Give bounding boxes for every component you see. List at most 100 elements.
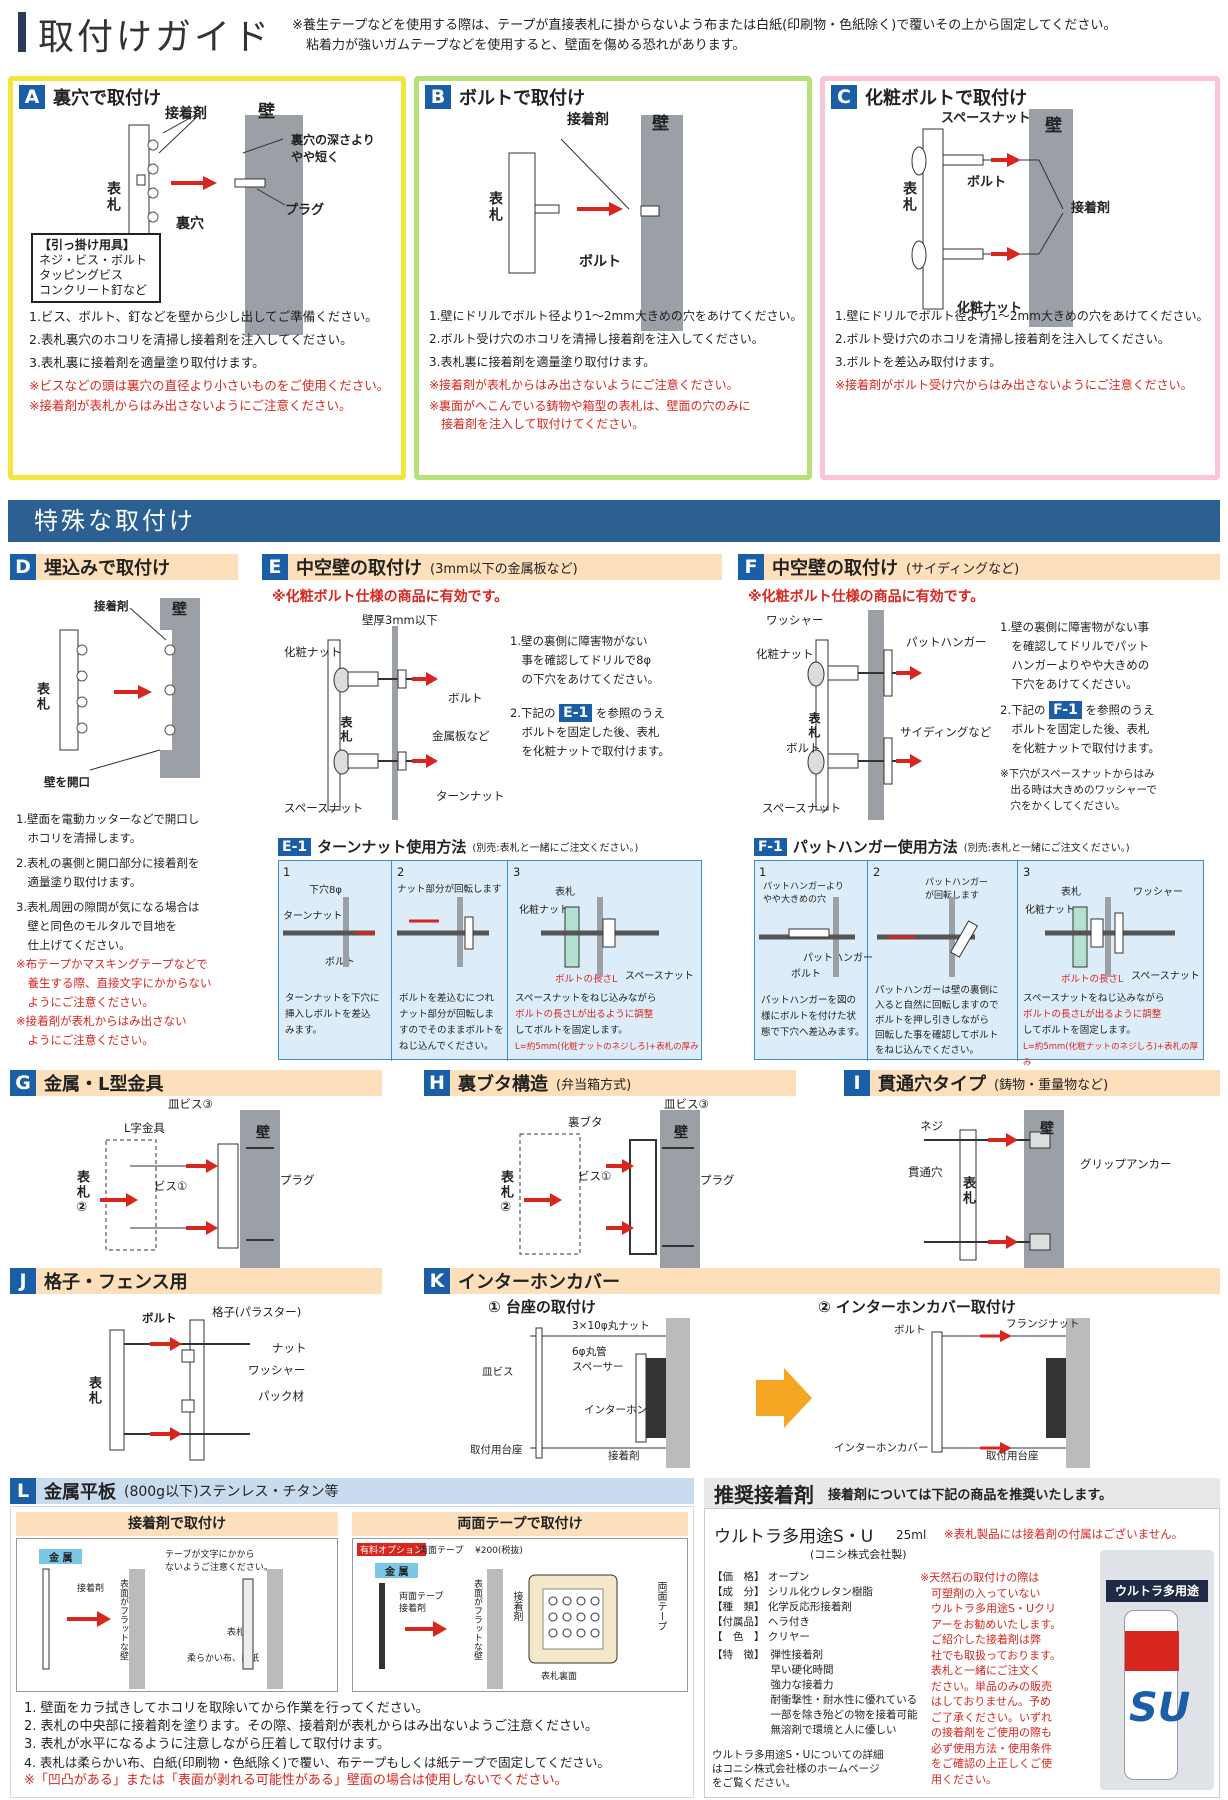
- l-right-drawing: [353, 1539, 683, 1689]
- panel-a-title: 裏穴で取付け: [53, 84, 161, 110]
- note-3: 接着剤を注入して取付けてください。: [429, 415, 803, 433]
- panel-h-letter: H: [424, 1070, 450, 1096]
- f1-title: パットハンガー使用方法: [793, 836, 958, 857]
- d-note-1b: 養生する際、直接文字にかからない: [16, 974, 246, 993]
- d-note-1a: ※布テープかマスキングテープなどで: [16, 955, 246, 974]
- e1-c1-d1: ターンナットを下穴に: [285, 991, 380, 1007]
- l-step-2: 2. 表札の中央部に接着剤を塗ります。その際、接着剤が表札からはみ出ないようご注…: [24, 1718, 694, 1736]
- f-label-nut: 化粧ナット: [756, 646, 814, 662]
- panel-e-subtitle: (3mm以下の金属板など): [430, 558, 578, 577]
- label-plug: プラグ: [285, 199, 324, 218]
- panel-h-header: H 裏ブタ構造 (弁当箱方式): [424, 1070, 796, 1096]
- f1-c3-d2: ボルトの長さLが出るように調整: [1023, 1007, 1203, 1023]
- l-left-area: 金 属 テープが文字にかから ないようご注意ください。 接着剤 表札 柔らかい布…: [16, 1538, 338, 1692]
- package-su: SU: [1129, 1685, 1190, 1731]
- label-spacer: スペースナット: [941, 107, 1030, 126]
- panel-f-header: F 中空壁の取付け (サイディングなど): [738, 554, 1220, 580]
- e1-tag: E-1: [278, 838, 311, 856]
- panel-f-title: 中空壁の取付け: [772, 554, 898, 580]
- e1-c1-num: 1: [283, 865, 290, 879]
- e1-header: E-1 ターンナット使用方法 (別売:表札と一緒にご注文ください。): [278, 836, 638, 857]
- detail-note: ウルトラ多用途S・Uについての詳細 はコニシ株式会社様のホームページ をご覧くだ…: [712, 1748, 884, 1790]
- stone-9: はしておりません。予め: [920, 1694, 1061, 1710]
- f1-drawings: [755, 897, 1205, 987]
- panel-d-title: 埋込みで取付け: [44, 554, 170, 580]
- e1-c1-hole: 下穴8φ: [309, 881, 342, 896]
- feature-1: 弾性接着剤: [771, 1648, 918, 1663]
- e1-c2-d3: すのでそのままボルトを: [399, 1023, 504, 1039]
- f1-sub: (別売:表札と一緒にご注文ください。): [964, 839, 1130, 854]
- l-left-title: 接着剤で取付け: [16, 1512, 338, 1536]
- label-plate: 表札: [103, 181, 123, 213]
- e1-c3-plate: 表札: [555, 883, 575, 898]
- panel-b: B ボルトで取付け 接着剤 壁 表札 ボルト 1.壁にドリルでボルト径より1～2…: [414, 76, 812, 480]
- e1-c2-d4: ねじ込んでください。: [399, 1039, 504, 1055]
- d-note-1c: ようにご注意ください。: [16, 993, 246, 1012]
- k-label-screw: 皿ビス: [482, 1364, 514, 1379]
- e1-c3-d3: してボルトを固定します。: [515, 1023, 699, 1039]
- feature-label: 【特 徴】: [712, 1648, 765, 1738]
- panel-e-letter: E: [262, 554, 288, 580]
- product-name: ウルトラ多用途S・U: [714, 1522, 873, 1547]
- panel-l-header: L 金属平板 (800g以下)ステンレス・チタン等: [10, 1478, 694, 1504]
- d-note-2a: ※接着剤が表札からはみ出さない: [16, 1012, 246, 1031]
- detail-3: をご覧ください。: [712, 1776, 884, 1790]
- h-label-wall: 壁: [674, 1122, 688, 1142]
- e1-drawings: [279, 897, 703, 987]
- e1-c1-desc: ターンナットを下穴に 挿入しボルトを差込 みます。: [285, 991, 380, 1039]
- label-plate: 表札: [485, 191, 505, 223]
- label-depth: 裏穴の深さより やや短く: [291, 131, 375, 165]
- k-label-intercom: インターホン: [584, 1402, 647, 1417]
- step-2: 2.ボルト受け穴のホコリを清掃し接着剤を注入してください。: [429, 328, 803, 351]
- d-label-plate: 表札: [32, 682, 51, 712]
- detail-1: ウルトラ多用途S・Uについての詳細: [712, 1748, 884, 1762]
- l-right-title: 両面テープで取付け: [352, 1512, 688, 1536]
- k2-label-cover: インターホンカバー: [834, 1440, 929, 1455]
- spec-type-label: 【種 類】: [712, 1601, 765, 1613]
- label-adhesive: 接着剤: [567, 109, 609, 129]
- spec-type: 化学反応形接着剤: [768, 1601, 852, 1613]
- feature-2: 早い硬化時間: [771, 1663, 918, 1678]
- step-2: 2.ボルト受け穴のホコリを清掃し接着剤を注入してください。: [835, 328, 1209, 351]
- step-3: 3.ボルトを差込み取付けます。: [835, 351, 1209, 374]
- d-step-2a: 2.表札の裏側と開口部分に接着剤を: [16, 854, 246, 873]
- panel-a-header: A 裏穴で取付け: [19, 83, 161, 111]
- j-label-bolt: ボルト: [142, 1310, 177, 1326]
- j-label-lattice: 格子(パラスター): [212, 1304, 301, 1320]
- product-maker: (コニシ株式会社製): [810, 1546, 907, 1562]
- i-label-screw: ネジ: [920, 1118, 943, 1134]
- e-label-nut: 化粧ナット: [284, 644, 342, 660]
- panel-b-header: B ボルトで取付け: [425, 83, 585, 111]
- panel-j-title: 格子・フェンス用: [44, 1268, 188, 1294]
- i-label-plate: 表札: [958, 1176, 977, 1206]
- e-step-1c: の下穴をあけてください。: [510, 670, 710, 689]
- k-label-base: 取付用台座: [470, 1442, 523, 1457]
- stone-2: 可塑剤の入っていない: [920, 1586, 1061, 1602]
- f1-c3-washer: ワッシャー: [1133, 883, 1183, 898]
- spec-acc: ヘラ付き: [768, 1616, 810, 1628]
- f1-c2-d2: 入ると自然に回転しますので: [875, 998, 999, 1013]
- step-2: 2.表札裏穴のホコリを清掃し接着剤を注入してください。: [29, 328, 389, 351]
- g-label-wall: 壁: [256, 1122, 270, 1142]
- f-label-plate: 表札: [806, 712, 823, 740]
- panel-k-title: インターホンカバー: [458, 1268, 620, 1294]
- page-title: 取付けガイド: [38, 8, 272, 60]
- f-label-spacer: スペースナット: [762, 800, 841, 816]
- f1-c3-d3: してボルトを固定します。: [1023, 1023, 1203, 1039]
- panel-a-letter: A: [19, 85, 45, 109]
- e1-c2-d2: ナット部分が回転しま: [399, 1007, 504, 1023]
- e1-sub: (別売:表札と一緒にご注文ください。): [472, 839, 638, 854]
- label-hole: 裏穴: [176, 213, 204, 233]
- detail-2: はコニシ株式会社様のホームページ: [712, 1762, 884, 1776]
- panel-j-letter: J: [10, 1268, 36, 1294]
- e1-c2-num: 2: [397, 865, 404, 879]
- step-1: 1.壁にドリルでボルト径より1～2mm大きめの穴をあけてください。: [429, 305, 803, 328]
- e-step-2a: 2.下記の: [510, 706, 555, 720]
- label-plate: 表札: [899, 181, 919, 213]
- f1-c3-formula: L=約5mm(化粧ナットのネジしろ)+表札の厚み: [1023, 1039, 1203, 1071]
- panel-d-letter: D: [10, 554, 36, 580]
- j-label-washer: ワッシャー: [248, 1362, 306, 1378]
- g-label-plug: プラグ: [280, 1172, 315, 1188]
- panel-b-letter: B: [425, 85, 451, 109]
- d-step-3c: 仕上げてください。: [16, 936, 246, 955]
